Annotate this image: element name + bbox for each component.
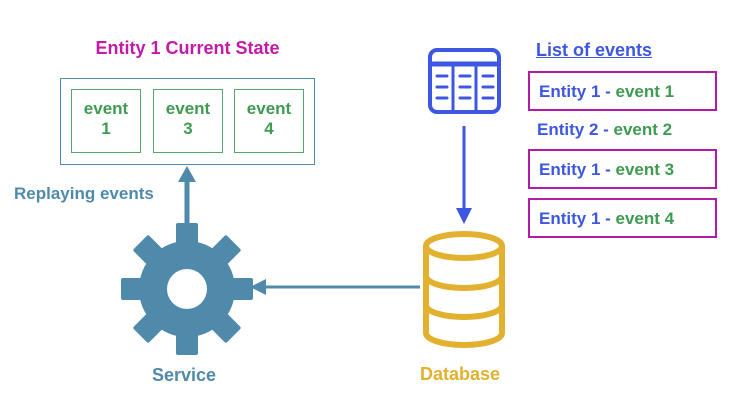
replay-arrow <box>178 166 196 228</box>
current-state-box: event 1 event 3 event 4 <box>60 78 315 165</box>
current-state-title: Entity 1 Current State <box>95 38 280 58</box>
state-event-label: event <box>165 99 211 118</box>
events-list-heading: List of events <box>536 40 653 60</box>
state-event-cell: event 4 <box>234 89 304 153</box>
table-icon <box>428 48 501 114</box>
event-list-item: Entity 1 - event 3 <box>528 149 717 189</box>
event-name: event 3 <box>615 160 675 179</box>
table-to-database-arrow <box>456 126 472 224</box>
event-entity: Entity 1 <box>539 209 601 228</box>
database-label: Database <box>420 364 501 384</box>
event-entity: Entity 1 <box>539 160 601 179</box>
state-event-cell: event 3 <box>153 89 223 153</box>
event-name: event 4 <box>615 209 675 228</box>
event-list-item: Entity 2 - event 2 <box>528 111 717 151</box>
replaying-events-label: Replaying events <box>14 184 154 203</box>
event-list-item: Entity 1 - event 4 <box>528 198 717 238</box>
event-entity: Entity 1 <box>539 82 601 101</box>
event-separator: - <box>600 82 616 101</box>
database-to-service-arrow <box>250 279 420 295</box>
event-separator: - <box>600 160 616 179</box>
event-name: event 2 <box>613 120 673 139</box>
state-event-label: event <box>246 99 292 118</box>
event-list-item: Entity 1 - event 1 <box>528 71 717 111</box>
state-event-cell: event 1 <box>71 89 141 153</box>
event-separator: - <box>598 120 614 139</box>
state-event-number: 1 <box>101 119 111 138</box>
gear-icon <box>121 223 253 355</box>
event-name: event 1 <box>615 82 675 101</box>
state-event-label: event <box>83 99 129 118</box>
state-event-number: 4 <box>264 119 274 138</box>
event-entity: Entity 2 <box>537 120 599 139</box>
event-separator: - <box>600 209 616 228</box>
database-icon <box>423 231 505 348</box>
state-event-number: 3 <box>183 119 193 138</box>
service-label: Service <box>152 365 217 385</box>
